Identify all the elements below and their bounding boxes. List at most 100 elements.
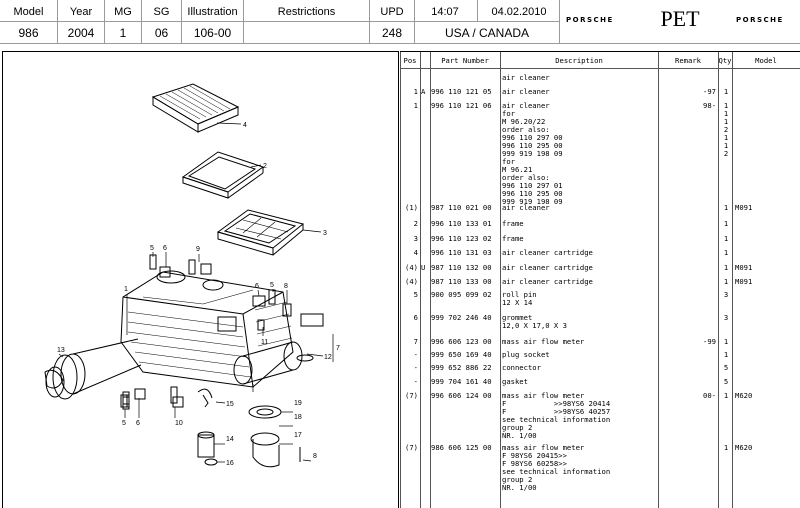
description-line: air cleaner cartridge bbox=[502, 248, 593, 257]
callout-5-lower[interactable]: 5 bbox=[122, 420, 126, 427]
description-line: M 96.20/22 bbox=[502, 117, 546, 126]
row-qty: 1 bbox=[722, 264, 730, 272]
description-line: grommet bbox=[502, 313, 533, 322]
row-qty: 1 bbox=[722, 220, 730, 228]
row-remark: -99 bbox=[703, 337, 716, 346]
row-part-number: 987 110 021 00 bbox=[431, 203, 492, 212]
qty-line: 1 bbox=[723, 87, 729, 96]
row-part-number: 999 650 169 40 bbox=[431, 350, 492, 359]
row-pos: 4 bbox=[413, 248, 418, 257]
row-pos: 2 bbox=[413, 219, 418, 228]
callout-8-upper[interactable]: 8 bbox=[284, 283, 288, 290]
row-description: air cleaner cartridge bbox=[502, 278, 593, 286]
description-line: 12 X 14 bbox=[502, 298, 533, 307]
qty-line: 1 bbox=[723, 337, 729, 346]
table-header: Pos Part Number Description Remark Qty M… bbox=[400, 52, 800, 69]
row-part-number: 996 110 123 02 bbox=[431, 234, 492, 243]
callout-3[interactable]: 3 bbox=[323, 230, 327, 237]
description-line: mass air flow meter bbox=[502, 391, 585, 400]
row-part-number: 996 110 121 06 bbox=[431, 101, 492, 110]
intake-duct-drawing bbox=[44, 338, 142, 400]
description-line: F >>98YS6 20414 bbox=[502, 399, 611, 408]
row-model: M091 bbox=[735, 277, 753, 286]
qty-line: 1 bbox=[723, 117, 729, 126]
exploded-diagram-panel[interactable]: 4 2 3 1 5 6 9 6 5 8 11 7 12 13 5 6 10 15… bbox=[2, 51, 399, 508]
callout-15[interactable]: 15 bbox=[226, 401, 234, 408]
callout-14[interactable]: 14 bbox=[226, 436, 234, 443]
qty-line: 2 bbox=[723, 125, 729, 134]
row-description: mass air flow meter bbox=[502, 338, 584, 346]
callout-6-upper[interactable]: 6 bbox=[163, 245, 167, 252]
callout-9[interactable]: 9 bbox=[196, 246, 200, 253]
description-line: 999 919 198 09 bbox=[502, 197, 563, 206]
air-cleaner-housing-drawing bbox=[120, 270, 294, 388]
header-label: UPD bbox=[380, 6, 404, 18]
description-line: for bbox=[502, 157, 515, 166]
callout-12[interactable]: 12 bbox=[324, 354, 332, 361]
callout-6-right[interactable]: 6 bbox=[255, 283, 259, 290]
callout-2[interactable]: 2 bbox=[263, 163, 267, 170]
callout-11[interactable]: 11 bbox=[261, 339, 268, 346]
qty-line: 5 bbox=[723, 363, 729, 372]
qty-line: 1 bbox=[723, 133, 729, 142]
description-line: frame bbox=[502, 234, 524, 243]
row-pos: (1) bbox=[405, 203, 418, 212]
col-header-description: Description bbox=[555, 56, 603, 65]
callout-4[interactable]: 4 bbox=[243, 122, 247, 129]
row-part-number: 996 606 123 00 bbox=[431, 337, 492, 346]
frame-grid-drawing bbox=[216, 209, 305, 256]
row-description: frame bbox=[502, 220, 524, 228]
row-pos: (7) bbox=[405, 443, 418, 452]
description-line: connector bbox=[502, 363, 541, 372]
callout-16[interactable]: 16 bbox=[226, 460, 234, 467]
row-qty: 5 bbox=[722, 378, 730, 386]
row-part-number: 999 702 246 40 bbox=[431, 313, 492, 322]
header-label: SG bbox=[153, 6, 170, 18]
callout-13[interactable]: 13 bbox=[57, 347, 65, 354]
row-qty: 1 bbox=[722, 249, 730, 257]
row-pos: - bbox=[413, 350, 418, 359]
callout-1[interactable]: 1 bbox=[124, 286, 128, 293]
callout-5-upper[interactable]: 5 bbox=[150, 245, 154, 252]
description-line: order also: bbox=[502, 125, 550, 134]
description-line: 999 919 198 09 bbox=[502, 149, 563, 158]
row-description: plug socket bbox=[502, 351, 550, 359]
row-part-number: 987 110 133 00 bbox=[431, 277, 492, 286]
callout-17[interactable]: 17 bbox=[294, 432, 302, 439]
callout-8-lower[interactable]: 8 bbox=[313, 453, 317, 460]
qty-line: 1 bbox=[723, 219, 729, 228]
qty-line: 1 bbox=[723, 101, 729, 110]
callout-5-right[interactable]: 5 bbox=[270, 282, 274, 289]
header-label: Restrictions bbox=[277, 6, 336, 18]
callout-18[interactable]: 18 bbox=[294, 414, 302, 421]
qty-line: 1 bbox=[723, 350, 729, 359]
row-model: M620 bbox=[735, 443, 753, 452]
description-line: plug socket bbox=[502, 350, 550, 359]
row-qty: 3 bbox=[722, 314, 730, 322]
row-pos: 3 bbox=[413, 234, 418, 243]
qty-line: 1 bbox=[723, 203, 729, 212]
description-line: group 2 bbox=[502, 423, 533, 432]
callout-19[interactable]: 19 bbox=[294, 400, 302, 407]
callout-6-lower[interactable]: 6 bbox=[136, 420, 140, 427]
row-description: air cleaner bbox=[502, 204, 550, 212]
frame-upper-drawing bbox=[181, 151, 265, 199]
description-line: F 98YS6 60258>> bbox=[502, 459, 567, 468]
description-line: F 98YS6 20415>> bbox=[502, 451, 567, 460]
description-line: air cleaner bbox=[502, 87, 550, 96]
row-pos: 6 bbox=[413, 313, 418, 322]
row-pos: (4) bbox=[405, 277, 418, 286]
callout-10[interactable]: 10 bbox=[175, 420, 183, 427]
col-header-pos: Pos bbox=[403, 56, 417, 65]
row-qty: 3 bbox=[722, 291, 730, 299]
header-label: Illustration bbox=[187, 6, 238, 18]
description-line: air cleaner bbox=[502, 73, 550, 82]
qty-line: 1 bbox=[723, 263, 729, 272]
description-line: group 2 bbox=[502, 475, 533, 484]
callout-7[interactable]: 7 bbox=[336, 345, 340, 352]
description-line: 996 110 295 00 bbox=[502, 189, 563, 198]
